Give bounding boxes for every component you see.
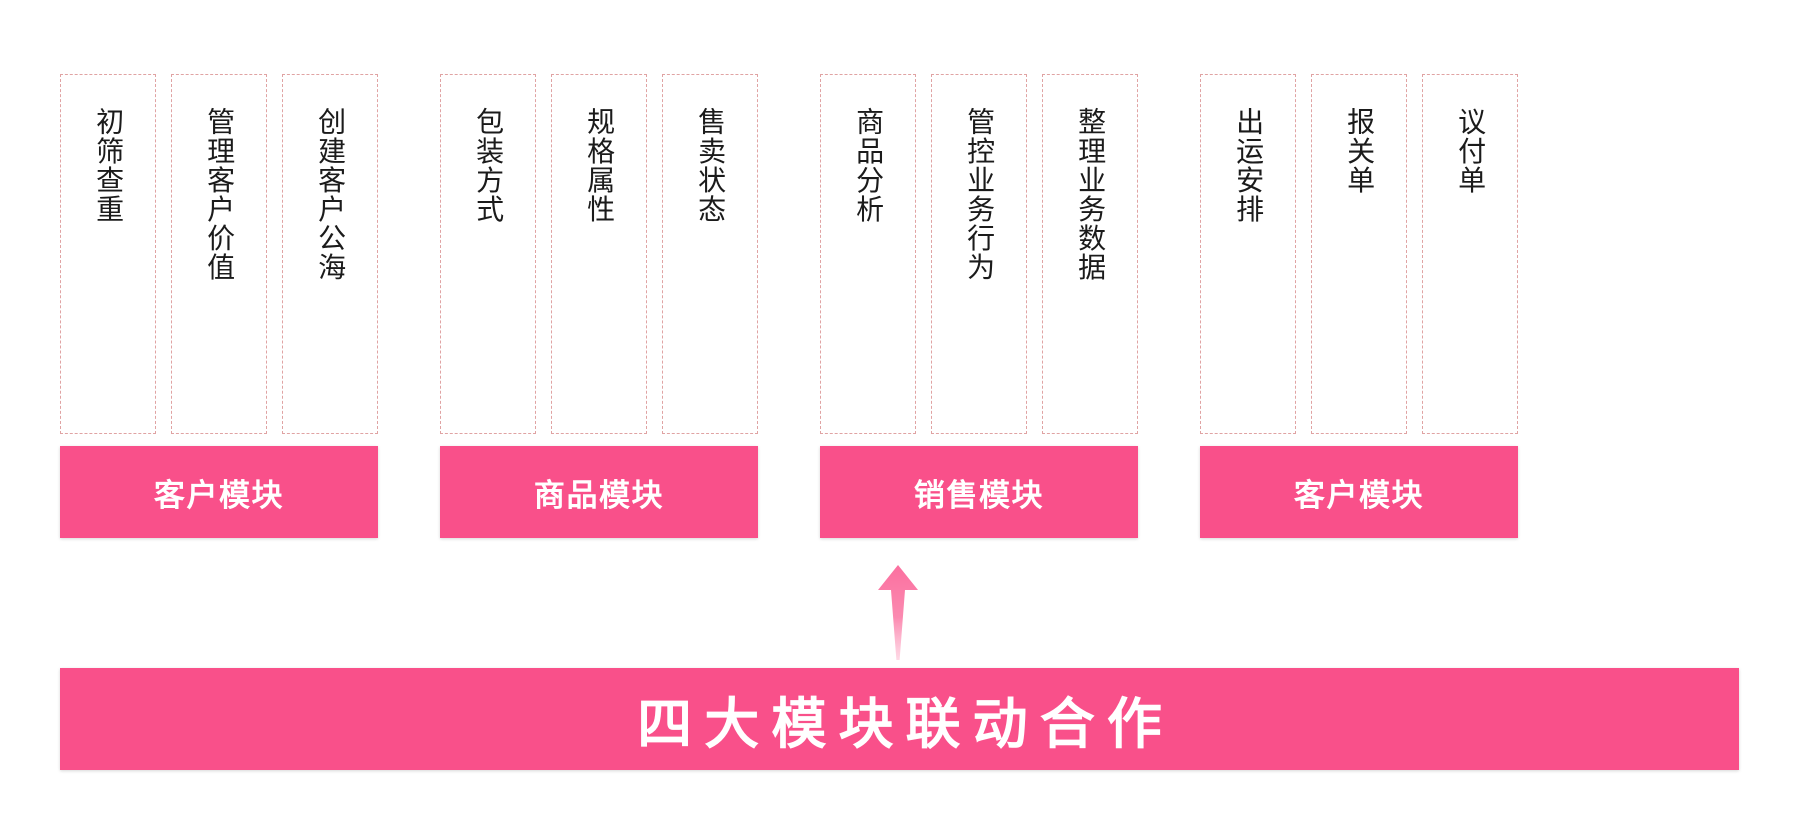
feature-column[interactable]: 出运安排 <box>1200 74 1296 434</box>
feature-column-label: 商品分析 <box>852 107 886 224</box>
feature-column[interactable]: 议付单 <box>1422 74 1518 434</box>
feature-column-label: 初筛查重 <box>92 107 126 224</box>
module-group-product: 包装方式 规格属性 售卖状态 <box>440 74 758 434</box>
feature-column-label: 议付单 <box>1454 107 1488 195</box>
arrow-up-icon <box>874 565 922 660</box>
module-bar-label: 销售模块 <box>913 477 1045 514</box>
feature-column[interactable]: 商品分析 <box>820 74 916 434</box>
feature-column-label: 管理客户价值 <box>203 107 237 282</box>
feature-column-label: 包装方式 <box>472 107 506 224</box>
feature-column-label: 整理业务数据 <box>1074 107 1108 282</box>
feature-column[interactable]: 报关单 <box>1311 74 1407 434</box>
feature-column[interactable]: 管控业务行为 <box>931 74 1027 434</box>
feature-column[interactable]: 包装方式 <box>440 74 536 434</box>
module-bar-customer-2[interactable]: 客户模块 <box>1200 446 1518 538</box>
module-bar-label: 商品模块 <box>533 477 665 514</box>
feature-column[interactable]: 创建客户公海 <box>282 74 378 434</box>
module-columns-row: 初筛查重 管理客户价值 创建客户公海 包装方式 规格属性 售卖状态 商品 <box>60 74 1518 434</box>
feature-column-label: 管控业务行为 <box>963 107 997 282</box>
feature-column[interactable]: 整理业务数据 <box>1042 74 1138 434</box>
feature-column[interactable]: 规格属性 <box>551 74 647 434</box>
feature-column-label: 规格属性 <box>583 107 617 224</box>
bottom-banner[interactable]: 四大模块联动合作 <box>60 668 1739 770</box>
feature-column[interactable]: 管理客户价值 <box>171 74 267 434</box>
feature-column[interactable]: 售卖状态 <box>662 74 758 434</box>
module-bar-label: 客户模块 <box>153 477 285 514</box>
module-bar-label: 客户模块 <box>1293 477 1425 514</box>
module-bar-customer-1[interactable]: 客户模块 <box>60 446 378 538</box>
module-bar-sales[interactable]: 销售模块 <box>820 446 1138 538</box>
module-bar-product[interactable]: 商品模块 <box>440 446 758 538</box>
module-bars-row: 客户模块 商品模块 销售模块 客户模块 <box>0 446 1799 538</box>
feature-column-label: 售卖状态 <box>694 107 728 224</box>
module-group-customer-2: 出运安排 报关单 议付单 <box>1200 74 1518 434</box>
feature-column-label: 出运安排 <box>1232 107 1266 224</box>
feature-column-label: 创建客户公海 <box>314 107 348 282</box>
feature-column[interactable]: 初筛查重 <box>60 74 156 434</box>
module-group-customer-1: 初筛查重 管理客户价值 创建客户公海 <box>60 74 378 434</box>
module-group-sales: 商品分析 管控业务行为 整理业务数据 <box>820 74 1138 434</box>
bottom-banner-title: 四大模块联动合作 <box>637 692 1174 756</box>
feature-column-label: 报关单 <box>1343 107 1377 195</box>
